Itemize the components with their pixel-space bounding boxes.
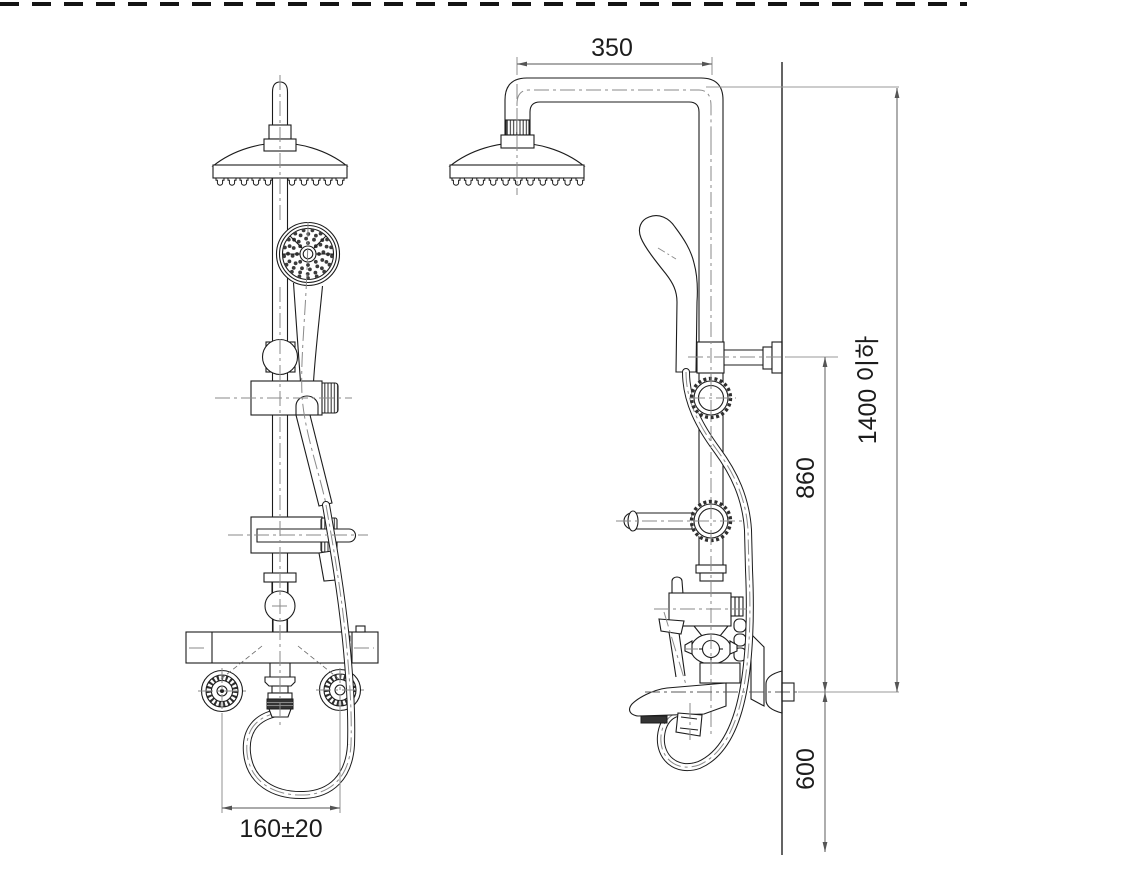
front-view (185, 75, 379, 800)
dimension-height-limit: 1400 이하 (854, 88, 900, 692)
hand-shower-side (638, 215, 698, 373)
handle-tube (295, 414, 333, 507)
dim-label-350: 350 (591, 34, 633, 62)
hand-shower-hose-front (242, 501, 356, 800)
spray-holes (282, 228, 334, 280)
valve-button (355, 625, 366, 633)
wall-plate (750, 632, 765, 707)
dimension-union-spacing: 160±20 (221, 668, 341, 843)
side-view (448, 77, 798, 771)
shower-arm (504, 77, 724, 140)
dimensions: 350 1400 이하 860 600 (221, 34, 900, 852)
diverter-pull-knob (658, 611, 688, 689)
hand-shower-hose-side (656, 368, 754, 771)
dimension-arm-reach: 350 (516, 34, 713, 75)
dimension-860-600: 860 600 (792, 357, 828, 852)
wall-escutcheon (765, 670, 795, 714)
tub-spout (629, 682, 727, 737)
hose-union-nut (675, 712, 703, 737)
dim-label-1400: 1400 이하 (854, 336, 882, 445)
dim-label-600: 600 (792, 748, 820, 790)
dim-label-160: 160±20 (239, 815, 322, 843)
dim-label-860: 860 (792, 457, 820, 499)
